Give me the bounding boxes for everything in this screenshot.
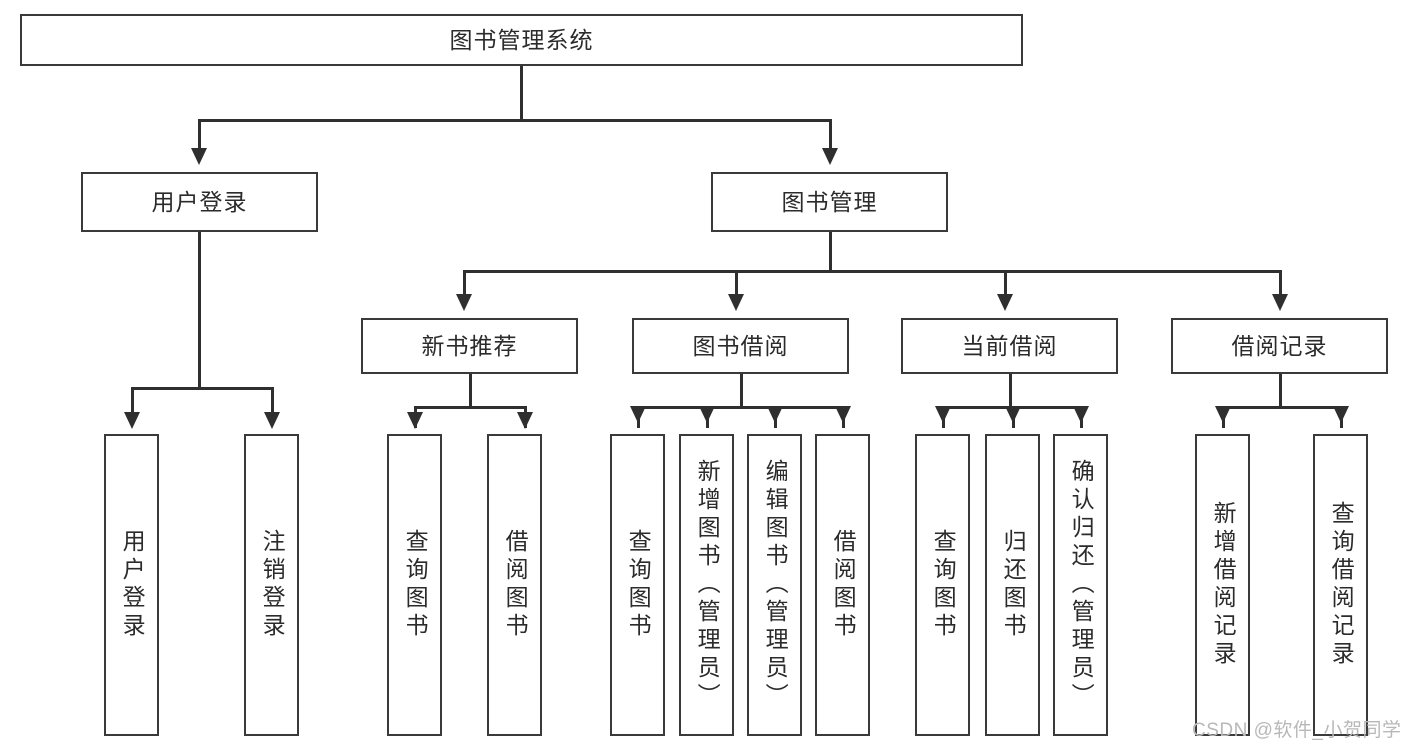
arrowhead-leaf-add-record	[1215, 406, 1231, 423]
arrowhead-new-book-recommend	[456, 294, 472, 311]
leaf-user-login[interactable]: 用户登录	[104, 434, 159, 736]
node-label: 图书借阅	[692, 332, 789, 359]
connector-new-book-stem	[469, 374, 472, 408]
arrowhead-leaf-return-book	[1005, 406, 1021, 423]
connector-current-borrow-stem	[1009, 374, 1012, 408]
leaf-borrow-book[interactable]: 借阅图书	[815, 434, 870, 736]
connector-book-manage-stem	[829, 232, 832, 272]
arrowhead-leaf-query-record	[1333, 406, 1349, 423]
node-label: 图书管理系统	[449, 26, 594, 53]
arrowhead-leaf-confirm-return	[1073, 406, 1089, 423]
leaf-add-book-admin[interactable]: 新增图书（管理员）	[679, 434, 734, 736]
leaf-query-book-recommend[interactable]: 查询图书	[387, 434, 442, 736]
connector-new-book-bus	[414, 406, 526, 409]
connector-book-borrow-bus	[637, 406, 844, 409]
leaf-borrow-book-recommend[interactable]: 借阅图书	[487, 434, 542, 736]
connector-book-borrow-stem	[740, 374, 743, 408]
connector-root-stem	[520, 66, 523, 120]
csdn-watermark: CSDN @软件_小贺同学	[1192, 720, 1402, 741]
leaf-label: 用户登录	[119, 529, 146, 641]
node-label: 图书管理	[781, 188, 878, 215]
arrowhead-leaf-query-book-3	[935, 406, 951, 423]
connector-root-to-book-manage	[829, 119, 832, 150]
leaf-add-borrow-record[interactable]: 新增借阅记录	[1195, 434, 1250, 736]
leaf-logout[interactable]: 注销登录	[244, 434, 299, 736]
leaf-confirm-return-admin[interactable]: 确认归还（管理员）	[1053, 434, 1108, 736]
leaf-label: 归还图书	[1000, 529, 1027, 641]
arrowhead-leaf-logout	[264, 412, 280, 429]
connector-user-login-to-leaf-1	[131, 387, 134, 414]
arrowhead-leaf-borrow-book-1	[517, 412, 533, 429]
node-book-management[interactable]: 图书管理	[711, 172, 948, 232]
connector-book-manage-bus	[463, 270, 1280, 273]
arrowhead-borrow-record	[1272, 294, 1288, 311]
node-book-management-system[interactable]: 图书管理系统	[20, 14, 1023, 66]
leaf-label: 新增图书（管理员）	[694, 459, 721, 711]
connector-borrow-record-stem	[1279, 374, 1282, 408]
leaf-query-book-current[interactable]: 查询图书	[915, 434, 970, 736]
leaf-label: 查询图书	[402, 529, 429, 641]
leaf-label: 注销登录	[259, 529, 286, 641]
node-new-book-recommend[interactable]: 新书推荐	[361, 318, 578, 374]
connector-user-login-to-leaf-2	[271, 387, 274, 414]
leaf-label: 借阅图书	[502, 529, 529, 641]
leaf-query-book-borrow[interactable]: 查询图书	[610, 434, 665, 736]
leaf-label: 借阅图书	[830, 529, 857, 641]
connector-user-login-stem	[198, 232, 201, 389]
connector-book-manage-to-book-borrow	[735, 270, 738, 296]
leaf-label: 编辑图书（管理员）	[762, 459, 789, 711]
arrowhead-leaf-borrow-book-2	[835, 406, 851, 423]
connector-root-to-user-login	[198, 119, 201, 150]
leaf-query-borrow-record[interactable]: 查询借阅记录	[1313, 434, 1368, 736]
connector-book-manage-to-current-borrow	[1004, 270, 1007, 296]
node-book-borrow[interactable]: 图书借阅	[632, 318, 849, 374]
node-label: 当前借阅	[961, 332, 1058, 359]
leaf-edit-book-admin[interactable]: 编辑图书（管理员）	[747, 434, 802, 736]
leaf-label: 确认归还（管理员）	[1068, 459, 1095, 711]
leaf-label: 查询图书	[930, 529, 957, 641]
connector-borrow-record-bus	[1222, 406, 1342, 409]
connector-user-login-bus	[131, 387, 273, 390]
node-label: 用户登录	[151, 188, 248, 215]
arrowhead-to-book-manage	[822, 148, 838, 165]
arrowhead-leaf-query-book-2	[630, 406, 646, 423]
arrowhead-leaf-query-book-1	[407, 412, 423, 429]
leaf-label: 新增借阅记录	[1210, 501, 1237, 669]
node-current-borrow[interactable]: 当前借阅	[901, 318, 1118, 374]
arrowhead-to-user-login	[191, 148, 207, 165]
leaf-label: 查询借阅记录	[1328, 501, 1355, 669]
arrowhead-leaf-add-book	[699, 406, 715, 423]
node-label: 新书推荐	[421, 332, 518, 359]
arrowhead-leaf-user-login	[124, 412, 140, 429]
connector-root-bus	[198, 119, 832, 122]
leaf-label: 查询图书	[625, 529, 652, 641]
arrowhead-current-borrow	[997, 294, 1013, 311]
arrowhead-leaf-edit-book	[767, 406, 783, 423]
node-user-login[interactable]: 用户登录	[81, 172, 318, 232]
arrowhead-book-borrow	[728, 294, 744, 311]
node-label: 借阅记录	[1231, 332, 1328, 359]
node-borrow-record[interactable]: 借阅记录	[1171, 318, 1388, 374]
connector-book-manage-to-borrow-record	[1279, 270, 1282, 296]
leaf-return-book[interactable]: 归还图书	[985, 434, 1040, 736]
connector-book-manage-to-new-book	[463, 270, 466, 296]
